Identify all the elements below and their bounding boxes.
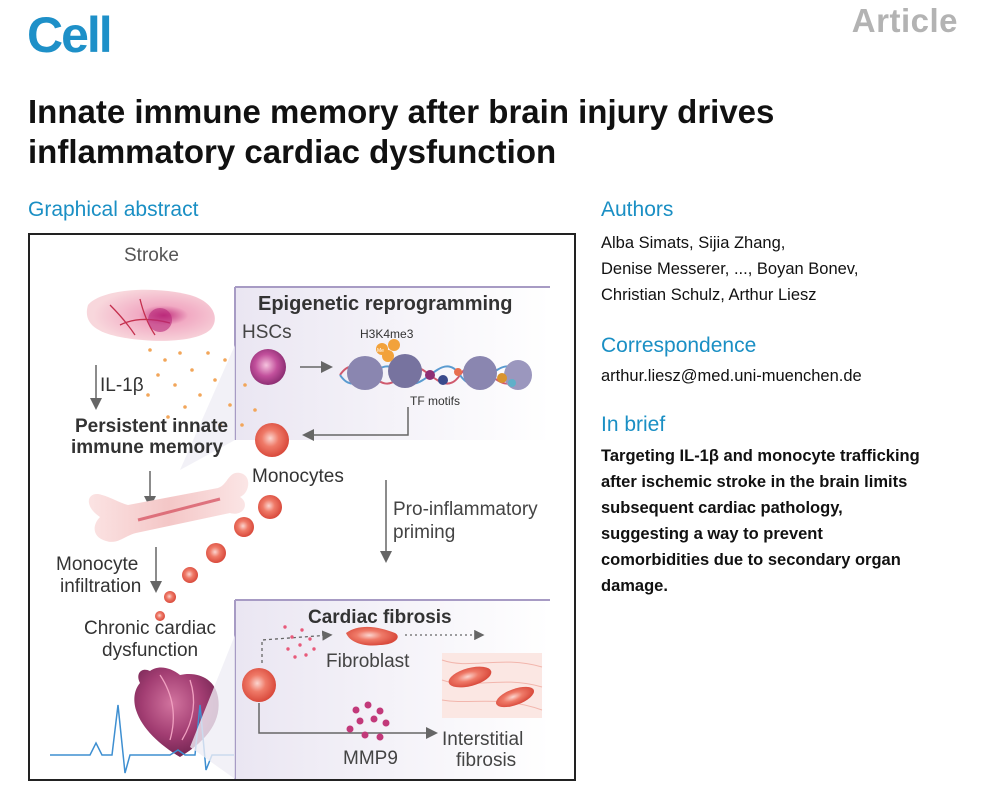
interstitial-label-2: fibrosis (456, 750, 516, 771)
il1b-dots (146, 348, 257, 427)
brain-illustration (86, 289, 215, 341)
hsc-cell (250, 349, 286, 385)
in-brief-line: comorbidities due to secondary organ (601, 551, 901, 569)
methyl-label: Me (377, 348, 384, 354)
author-line: Denise Messerer, ..., Boyan Bonev, (601, 260, 859, 278)
monocyte-cell (206, 543, 226, 563)
in-brief-line: damage. (601, 577, 668, 595)
priming-label-1: Pro-inflammatory (393, 499, 538, 520)
tf-motifs-label: TF motifs (410, 394, 460, 408)
article-title: Innate immune memory after brain injury … (28, 93, 775, 170)
h3k4me3-label: H3K4me3 (360, 327, 414, 341)
in-brief-line: Targeting IL-1β and monocyte trafficking (601, 447, 920, 465)
chronic-label-2: dysfunction (102, 640, 198, 661)
cardiac-fibrosis-panel: Cardiac fibrosis Fibroblast MMP9 Interst… (190, 599, 550, 779)
interstitial-fibrosis-tissue (441, 653, 543, 718)
methyl-mark (382, 350, 394, 362)
in-brief-line: subsequent cardiac pathology, (601, 499, 843, 517)
mmp9-label: MMP9 (343, 748, 398, 769)
epigenetic-panel: Epigenetic reprogramming HSCs H3K4me3 Me… (180, 286, 550, 470)
il1b-label: IL-1β (100, 375, 144, 396)
article-type-label: Article (851, 2, 958, 39)
cardiac-fibrosis-label: Cardiac fibrosis (308, 607, 452, 628)
monocyte-cell (255, 423, 289, 457)
correspondence-email[interactable]: arthur.liesz@med.uni-muenchen.de (601, 367, 862, 385)
mmp9-particles (346, 701, 390, 741)
graphical-abstract-heading: Graphical abstract (28, 198, 199, 221)
fibroblast-cell (346, 626, 398, 646)
author-line: Alba Simats, Sijia Zhang, (601, 234, 786, 252)
author-line: Christian Schulz, Arthur Liesz (601, 286, 817, 304)
bone-illustration (88, 472, 249, 542)
mmp9-arrow (258, 703, 438, 739)
in-brief-line: suggesting a way to prevent (601, 525, 823, 543)
memory-label-1: Persistent innate (75, 416, 228, 437)
in-brief-text: Targeting IL-1β and monocyte trafficking… (601, 443, 971, 599)
monocyte-cell (182, 567, 198, 583)
interstitial-label-1: Interstitial (442, 729, 523, 750)
fibroblast-label: Fibroblast (326, 651, 410, 672)
monocyte-cell (234, 517, 254, 537)
journal-logo: Cell (27, 7, 113, 63)
chromatin-illustration: Me (339, 339, 532, 390)
memory-label-2: immune memory (71, 437, 223, 458)
monocyte-cell (164, 591, 176, 603)
epigenetic-label: Epigenetic reprogramming (258, 293, 513, 315)
authors-heading: Authors (601, 198, 674, 221)
cytokine-dots (283, 625, 316, 659)
stroke-label: Stroke (124, 245, 179, 266)
reprogram-return-arrow (302, 407, 409, 441)
chronic-label-1: Chronic cardiac (84, 618, 216, 639)
infiltration-label-1: Monocyte (56, 554, 138, 575)
in-brief-line: after ischemic stroke in the brain limit… (601, 473, 908, 491)
monocyte-cell (242, 668, 276, 702)
monocyte-cell (258, 495, 282, 519)
methyl-mark (388, 339, 400, 351)
graphical-abstract-figure: Epigenetic reprogramming HSCs H3K4me3 Me… (28, 233, 576, 781)
in-brief-heading: In brief (601, 413, 666, 436)
fibro-dotted-arrow (261, 630, 333, 663)
authors-list: Alba Simats, Sijia Zhang, Denise Messere… (601, 230, 981, 308)
monocytes-label: Monocytes (252, 466, 344, 487)
hscs-label: HSCs (242, 322, 292, 343)
monocyte-cell (155, 611, 165, 621)
priming-label-2: priming (393, 522, 455, 543)
infiltration-label-2: infiltration (60, 576, 141, 597)
correspondence-heading: Correspondence (601, 334, 757, 357)
